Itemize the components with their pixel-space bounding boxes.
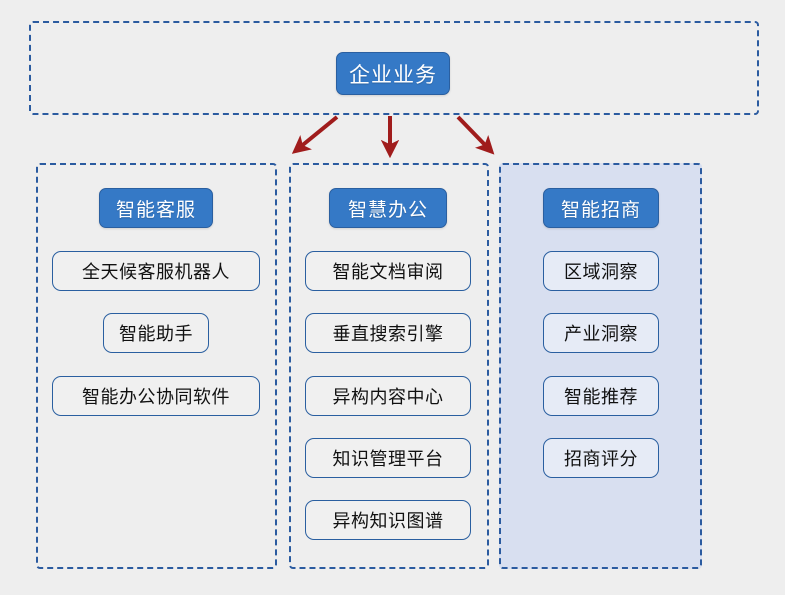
branch-2-item[interactable]: 知识管理平台 (305, 438, 471, 478)
branch-3-item[interactable]: 产业洞察 (543, 313, 659, 353)
root-node-enterprise-business[interactable]: 企业业务 (336, 52, 450, 95)
branch-2-item[interactable]: 异构内容中心 (305, 376, 471, 416)
branch-1-item[interactable]: 智能助手 (103, 313, 209, 353)
branch-header-intelligent-customer-service[interactable]: 智能客服 (99, 188, 213, 228)
branch-2-item[interactable]: 异构知识图谱 (305, 500, 471, 540)
branch-3-item[interactable]: 招商评分 (543, 438, 659, 478)
arrow-to-right-branch (456, 115, 495, 155)
root-container (29, 21, 759, 115)
branch-container-2 (289, 163, 489, 569)
branch-container-3-highlighted (499, 163, 702, 569)
branch-2-item[interactable]: 智能文档审阅 (305, 251, 471, 291)
branch-container-1 (36, 163, 277, 569)
branch-1-item[interactable]: 全天候客服机器人 (52, 251, 260, 291)
branch-header-smart-office[interactable]: 智慧办公 (329, 188, 447, 228)
branch-3-item[interactable]: 智能推荐 (543, 376, 659, 416)
arrow-to-left-branch (291, 115, 339, 154)
branch-1-item[interactable]: 智能办公协同软件 (52, 376, 260, 416)
branch-header-intelligent-investment[interactable]: 智能招商 (543, 188, 659, 228)
branch-3-item[interactable]: 区域洞察 (543, 251, 659, 291)
branch-2-item[interactable]: 垂直搜索引擎 (305, 313, 471, 353)
